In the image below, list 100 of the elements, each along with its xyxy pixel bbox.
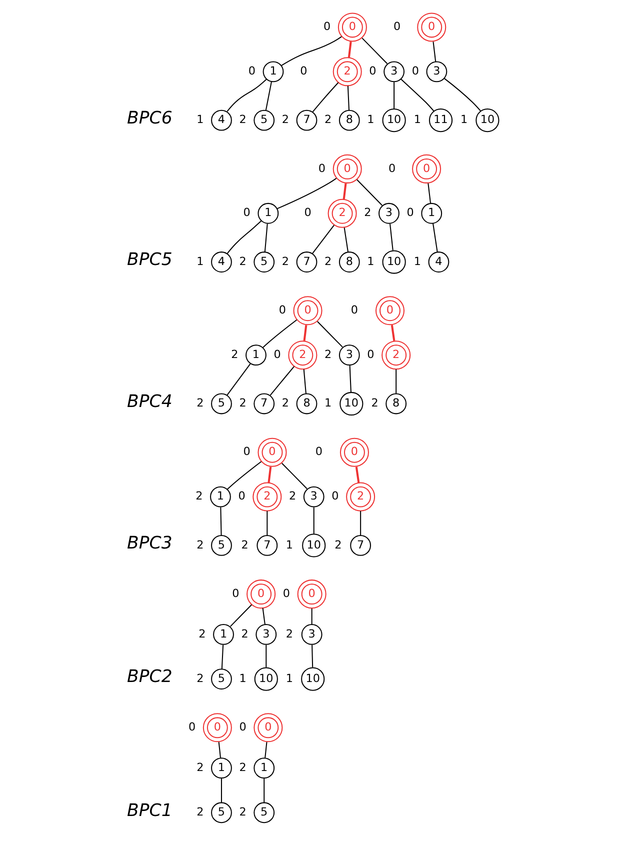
node-circle: 3 [256, 624, 277, 645]
node-circle: 5 [254, 110, 275, 131]
node-label: 2 [239, 254, 246, 268]
node-label: 1 [196, 254, 204, 268]
node-label: 2 [288, 490, 296, 503]
node-circle: 5 [254, 802, 275, 824]
node-circle: 0 [332, 154, 362, 184]
node-label: 2 [239, 760, 246, 774]
node-label: 0 [332, 490, 339, 503]
label: BPC6 [127, 108, 172, 128]
connector [400, 78, 434, 112]
connector [348, 42, 352, 58]
node-circle: 0 [297, 580, 326, 609]
connector [313, 507, 314, 534]
connector [221, 644, 224, 669]
connector [266, 644, 267, 668]
node-label: 2 [239, 396, 246, 410]
node-label: 2 [198, 627, 206, 640]
connector [390, 224, 394, 250]
node-circle: 0 [338, 12, 367, 42]
node-circle: 10 [382, 108, 406, 132]
label: BPC4 [127, 392, 172, 412]
node-label: 0 [188, 720, 196, 734]
node-circle: 1 [210, 486, 231, 508]
connector [428, 183, 432, 204]
node-label: 0 [394, 20, 401, 34]
connector [432, 42, 436, 62]
node-label: 1 [239, 672, 246, 685]
node-label: 1 [286, 538, 294, 552]
connector [264, 778, 265, 802]
node-circle: 10 [382, 250, 406, 274]
connector [344, 228, 348, 252]
node-circle: 11 [428, 108, 453, 132]
node-circle: 4 [211, 252, 232, 272]
node-circle: 3 [338, 344, 360, 366]
node-circle: 8 [386, 393, 407, 414]
node-circle: 0 [417, 12, 446, 42]
connector [266, 511, 268, 536]
node-circle: 1 [254, 758, 275, 779]
node-circle: 0 [293, 296, 322, 326]
node-label: 2 [239, 805, 246, 818]
node-circle: 8 [296, 393, 318, 414]
connector [303, 369, 306, 394]
node-label: 1 [324, 396, 332, 410]
node-circle: 1 [213, 624, 234, 645]
node-label: 0 [232, 586, 240, 600]
connector [226, 461, 262, 490]
label: BPC1 [127, 800, 172, 821]
node-circle: 0 [246, 580, 276, 609]
node-circle: 5 [211, 393, 232, 414]
label: BPC5 [127, 250, 172, 270]
connector [356, 179, 382, 206]
node-label: 0 [315, 445, 322, 458]
connector [317, 321, 343, 348]
connector [342, 183, 347, 200]
node-circle: 1 [211, 758, 232, 779]
node-circle: 0 [412, 154, 442, 184]
node-circle: 2 [346, 482, 376, 512]
node-circle: 3 [378, 202, 400, 224]
node-circle: 5 [211, 668, 232, 690]
node-label: 2 [196, 538, 204, 552]
node-label: 0 [388, 162, 396, 175]
connector [432, 223, 438, 252]
connector [264, 224, 268, 252]
node-label: 2 [196, 396, 204, 410]
connector [270, 366, 295, 396]
connector [349, 366, 352, 392]
node-circle: 3 [426, 61, 448, 82]
node-label: 0 [243, 445, 250, 458]
connector [230, 604, 252, 627]
connector [282, 462, 308, 490]
node-circle: 4 [211, 110, 232, 131]
connector [303, 324, 308, 342]
node-label: 2 [324, 254, 332, 268]
node-circle: 3 [301, 624, 322, 645]
connector [220, 507, 222, 536]
node-label: 0 [243, 206, 250, 220]
node-label: 0 [318, 162, 326, 175]
node-label: 2 [241, 538, 248, 552]
node-label: 2 [196, 760, 204, 774]
node-circle: 8 [338, 110, 360, 131]
node-circle: 1 [246, 344, 266, 366]
connector [220, 778, 222, 802]
node-circle: 5 [254, 252, 275, 272]
connector [276, 178, 337, 210]
connector [262, 608, 266, 625]
node-label: 2 [334, 538, 342, 552]
connector [268, 466, 272, 483]
label: BPC2 [127, 667, 172, 688]
node-circle: 7 [256, 534, 278, 556]
connector [264, 742, 268, 758]
node-label: 2 [282, 254, 289, 268]
connector [394, 82, 395, 109]
node-label: 2 [196, 490, 203, 503]
node-label: 2 [231, 348, 238, 361]
node-label: 0 [248, 64, 256, 78]
node-circle: 7 [296, 252, 318, 272]
connector [218, 742, 222, 758]
node-label: 2 [371, 396, 378, 410]
node-label: 1 [460, 113, 468, 126]
